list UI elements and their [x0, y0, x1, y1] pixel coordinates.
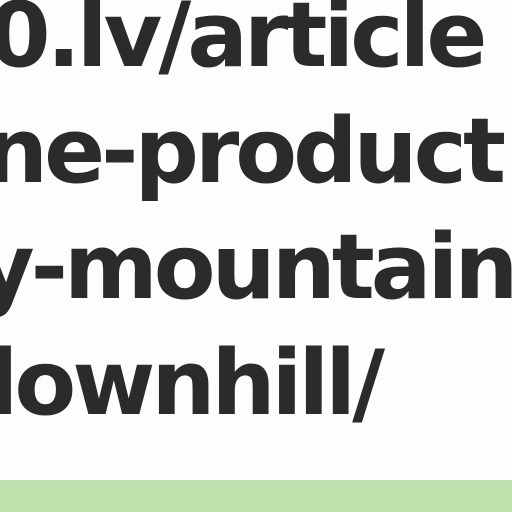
url-line-2: ne-product — [0, 99, 506, 204]
green-bottom-strip — [0, 480, 512, 512]
url-line-4: downhill/ — [0, 331, 385, 436]
url-line-1: 0.lv/article — [0, 0, 487, 88]
url-text-block: 0.lv/article ne-product y-mountain downh… — [0, 0, 512, 436]
url-line-3: y-mountain — [0, 215, 512, 320]
